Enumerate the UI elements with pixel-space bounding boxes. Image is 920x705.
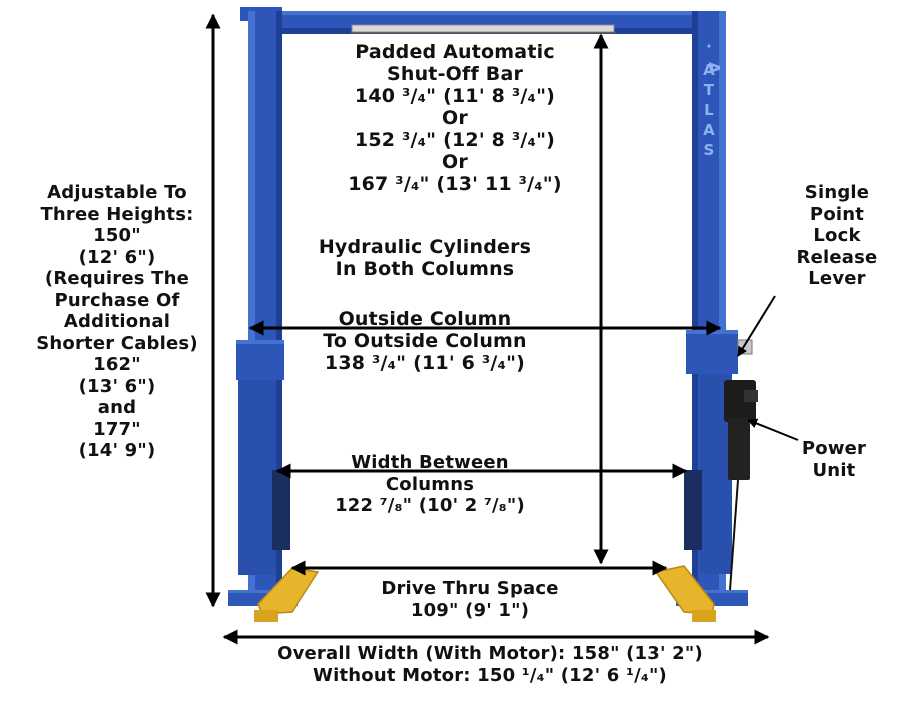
power-unit bbox=[724, 380, 758, 591]
shutoff-or-2: Or bbox=[442, 151, 468, 173]
left-arm-pad bbox=[254, 567, 320, 622]
cable-note-4: Shorter Cables) bbox=[36, 332, 198, 354]
height-162-feet: (13' 6") bbox=[78, 375, 156, 397]
shutoff-height-3: 167 ³/₄" (13' 11 ³/₄") bbox=[348, 173, 562, 195]
power-line-2: Unit bbox=[812, 459, 856, 481]
height-177-inches: 177" bbox=[93, 418, 141, 440]
brand-name: ATLAS bbox=[703, 61, 715, 159]
cable-note-2: Purchase Of bbox=[54, 289, 180, 311]
hydraulic-cylinders-label: Hydraulic Cylinders In Both Columns bbox=[300, 236, 550, 280]
lock-line-2: Point bbox=[809, 203, 865, 225]
lock-line-1: Single bbox=[804, 182, 870, 203]
cable-note-3: Additional bbox=[63, 311, 171, 332]
drive-thru-label: Drive Thru Space 109" (9' 1") bbox=[360, 578, 580, 621]
power-line-1: Power bbox=[801, 438, 867, 459]
lock-leader-arrow bbox=[737, 295, 776, 357]
brand-logo: A bbox=[705, 62, 723, 79]
lock-line-3: Lock bbox=[813, 225, 861, 246]
right-column: A bbox=[676, 11, 748, 606]
lock-line-5: Lever bbox=[808, 268, 866, 289]
shutoff-height-2: 152 ³/₄" (12' 8 ³/₄") bbox=[354, 129, 556, 151]
drive-line-1: Drive Thru Space bbox=[381, 578, 559, 599]
heights-title: Adjustable To bbox=[47, 182, 187, 203]
callout-leaders bbox=[737, 295, 799, 441]
height-150-inches: 150" bbox=[93, 225, 141, 246]
hydraulic-line-2: In Both Columns bbox=[335, 258, 515, 280]
dimension-lines bbox=[205, 13, 770, 645]
outside-line-1: Outside Column bbox=[338, 308, 512, 330]
between-columns-label: Width Between Columns 122 ⁷/₈" (10' 2 ⁷/… bbox=[300, 452, 560, 517]
lock-release-label: Single Point Lock Release Lever bbox=[782, 182, 892, 290]
shutoff-title: Padded Automatic bbox=[355, 41, 555, 63]
outside-column-label: Outside Column To Outside Column 138 ³/₄… bbox=[290, 308, 560, 374]
overall-width-label: Overall Width (With Motor): 158" (13' 2"… bbox=[230, 643, 750, 686]
adjustable-heights-label: Adjustable To Three Heights: 150" (12' 6… bbox=[22, 182, 212, 462]
heights-subtitle: Three Heights: bbox=[40, 203, 194, 225]
shutoff-subtitle: Shut-Off Bar bbox=[386, 63, 524, 85]
cable-note-1: (Requires The bbox=[44, 268, 190, 289]
power-unit-label: Power Unit bbox=[792, 438, 876, 481]
shutoff-bar-label: Padded Automatic Shut-Off Bar 140 ³/₄" (… bbox=[325, 41, 585, 195]
drive-dimension: 109" (9' 1") bbox=[410, 599, 530, 621]
outside-dimension: 138 ³/₄" (11' 6 ³/₄") bbox=[324, 352, 526, 374]
left-column bbox=[228, 11, 298, 606]
overall-with-motor: Overall Width (With Motor): 158" (13' 2"… bbox=[277, 643, 703, 664]
shutoff-bar bbox=[350, 24, 616, 34]
lock-line-4: Release bbox=[796, 246, 878, 268]
right-arm-pad bbox=[654, 565, 716, 622]
logo-mark-icon: ✦ bbox=[706, 42, 713, 51]
height-177-feet: (14' 9") bbox=[78, 440, 156, 461]
height-150-feet: (12' 6") bbox=[78, 246, 156, 268]
between-line-2: Columns bbox=[385, 473, 475, 495]
outside-line-2: To Outside Column bbox=[323, 330, 527, 352]
shutoff-or-1: Or bbox=[442, 107, 468, 129]
heights-and: and bbox=[97, 397, 137, 418]
height-162-inches: 162" bbox=[93, 354, 141, 375]
overall-without-motor: Without Motor: 150 ¹/₄" (12' 6 ¹/₄") bbox=[313, 664, 667, 686]
hydraulic-line-1: Hydraulic Cylinders bbox=[318, 236, 532, 258]
shutoff-height-1: 140 ³/₄" (11' 8 ³/₄") bbox=[354, 85, 556, 107]
between-dimension: 122 ⁷/₈" (10' 2 ⁷/₈") bbox=[335, 495, 525, 516]
between-line-1: Width Between bbox=[351, 452, 509, 473]
power-leader-arrow bbox=[747, 418, 799, 441]
